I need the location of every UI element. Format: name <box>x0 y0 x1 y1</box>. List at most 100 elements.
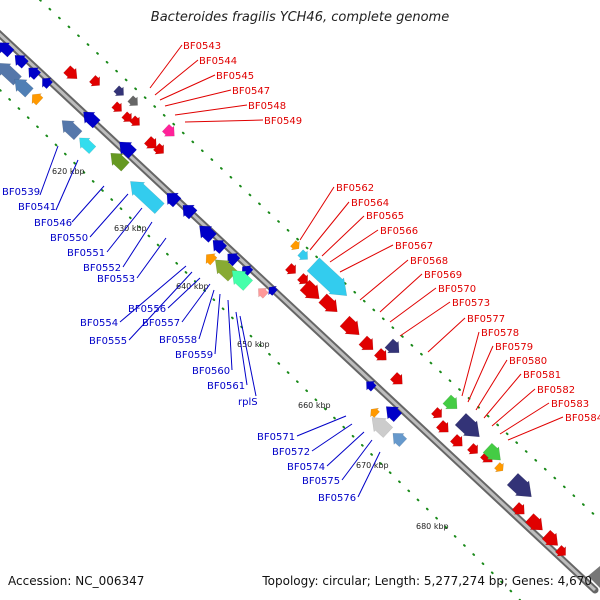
gene-arrow[interactable] <box>430 406 442 419</box>
gene-arrow[interactable] <box>121 111 132 122</box>
gene-arrow[interactable] <box>88 74 100 87</box>
gene-arrow[interactable] <box>358 335 374 351</box>
gene-label[interactable]: BF0546 <box>34 218 72 229</box>
gene-arrow[interactable] <box>161 123 175 137</box>
gene-arrow[interactable] <box>258 288 269 299</box>
gene-label[interactable]: BF0581 <box>523 370 561 381</box>
gene-arrow[interactable] <box>511 501 525 515</box>
gene-label[interactable]: BF0584 <box>565 413 600 424</box>
gene-label[interactable]: BF0576 <box>318 493 356 504</box>
gene-arrow[interactable] <box>482 442 501 461</box>
gene-arrow[interactable] <box>366 381 377 392</box>
gene-label[interactable]: BF0571 <box>257 432 295 443</box>
gene-arrow[interactable] <box>297 249 308 260</box>
gene-label[interactable]: BF0567 <box>395 241 433 252</box>
gene-label[interactable]: BF0569 <box>424 270 462 281</box>
gene-label[interactable]: BF0565 <box>366 211 404 222</box>
gene-arrow[interactable] <box>166 192 182 208</box>
gene-label[interactable]: BF0566 <box>380 226 418 237</box>
gene-arrow[interactable] <box>119 141 138 159</box>
gene-arrow[interactable] <box>152 142 164 155</box>
gene-arrow[interactable] <box>389 371 403 385</box>
gene-label[interactable]: BF0545 <box>216 71 254 82</box>
gene-label[interactable]: BF0583 <box>551 399 589 410</box>
gene-arrow[interactable] <box>61 120 83 141</box>
gene-arrow[interactable] <box>111 101 122 112</box>
gene-arrow[interactable] <box>466 442 478 455</box>
gene-label[interactable]: BF0547 <box>232 86 270 97</box>
gene-label[interactable]: BF0559 <box>175 350 213 361</box>
gene-arrow[interactable] <box>449 433 463 447</box>
gene-arrow[interactable] <box>31 93 44 106</box>
gene-arrow[interactable] <box>306 257 348 296</box>
gene-label[interactable]: BF0561 <box>207 381 245 392</box>
gene-arrow[interactable] <box>385 406 403 423</box>
gene-arrow[interactable] <box>506 472 532 498</box>
gene-label[interactable]: BF0552 <box>83 263 121 274</box>
gene-label[interactable]: BF0543 <box>183 41 221 52</box>
gene-arrow[interactable] <box>214 259 238 282</box>
gene-label[interactable]: BF0557 <box>142 318 180 329</box>
gene-label[interactable]: BF0580 <box>509 356 547 367</box>
gene-label[interactable]: BF0539 <box>2 187 40 198</box>
gene-label[interactable]: BF0575 <box>302 476 340 487</box>
gene-label[interactable]: rplS <box>238 397 258 408</box>
gene-arrow[interactable] <box>371 417 394 438</box>
gene-arrow[interactable] <box>454 412 480 438</box>
gene-arrow[interactable] <box>541 529 559 546</box>
gene-arrow[interactable] <box>79 137 97 155</box>
gene-arrow[interactable] <box>199 225 218 243</box>
gene-arrow[interactable] <box>296 272 308 285</box>
gene-label[interactable]: BF0548 <box>248 101 286 112</box>
gene-arrow[interactable] <box>14 78 34 98</box>
gene-label[interactable]: BF0574 <box>287 462 325 473</box>
gene-label[interactable]: BF0572 <box>272 447 310 458</box>
gene-label[interactable]: BF0556 <box>128 304 166 315</box>
gene-arrow[interactable] <box>318 293 338 313</box>
gene-arrow[interactable] <box>554 544 566 557</box>
gene-label[interactable]: BF0551 <box>67 248 105 259</box>
gene-arrow[interactable] <box>42 77 54 90</box>
gene-label[interactable]: BF0560 <box>192 366 230 377</box>
gene-arrow[interactable] <box>392 432 408 448</box>
gene-arrow[interactable] <box>113 85 124 96</box>
gene-label[interactable]: BF0549 <box>264 116 302 127</box>
gene-arrow[interactable] <box>129 115 140 126</box>
gene-label[interactable]: BF0544 <box>199 56 237 67</box>
gene-label[interactable]: BF0564 <box>351 198 389 209</box>
gene-arrow[interactable] <box>205 253 218 266</box>
gene-arrow[interactable] <box>231 270 254 291</box>
gene-arrow[interactable] <box>110 152 130 172</box>
gene-arrow[interactable] <box>227 253 241 267</box>
gene-arrow[interactable] <box>435 419 449 433</box>
gene-arrow[interactable] <box>127 95 138 106</box>
gene-arrow[interactable] <box>384 338 400 354</box>
gene-label[interactable]: BF0573 <box>452 298 490 309</box>
gene-arrow[interactable] <box>268 285 279 297</box>
gene-arrow[interactable] <box>83 111 101 129</box>
gene-label[interactable]: BF0568 <box>410 256 448 267</box>
gene-arrow[interactable] <box>182 204 198 220</box>
gene-arrow[interactable] <box>370 407 381 419</box>
gene-arrow[interactable] <box>143 135 157 149</box>
gene-arrow[interactable] <box>299 279 320 300</box>
gene-arrow[interactable] <box>28 67 42 81</box>
gene-arrow[interactable] <box>442 394 458 410</box>
gene-label[interactable]: BF0555 <box>89 336 127 347</box>
gene-label[interactable]: BF0554 <box>80 318 118 329</box>
gene-arrow[interactable] <box>289 239 300 251</box>
gene-arrow[interactable] <box>493 461 504 473</box>
gene-arrow[interactable] <box>524 513 543 531</box>
gene-label[interactable]: BF0541 <box>18 202 56 213</box>
gene-arrow[interactable] <box>0 42 15 58</box>
gene-label[interactable]: BF0577 <box>467 314 505 325</box>
gene-label[interactable]: BF0550 <box>50 233 88 244</box>
gene-label[interactable]: BF0553 <box>97 274 135 285</box>
gene-arrow[interactable] <box>14 54 29 69</box>
gene-arrow[interactable] <box>212 239 228 255</box>
gene-arrow[interactable] <box>284 262 296 275</box>
gene-label[interactable]: BF0582 <box>537 385 575 396</box>
gene-arrow[interactable] <box>130 181 165 215</box>
gene-arrow[interactable] <box>339 315 360 336</box>
gene-label[interactable]: BF0570 <box>438 284 476 295</box>
